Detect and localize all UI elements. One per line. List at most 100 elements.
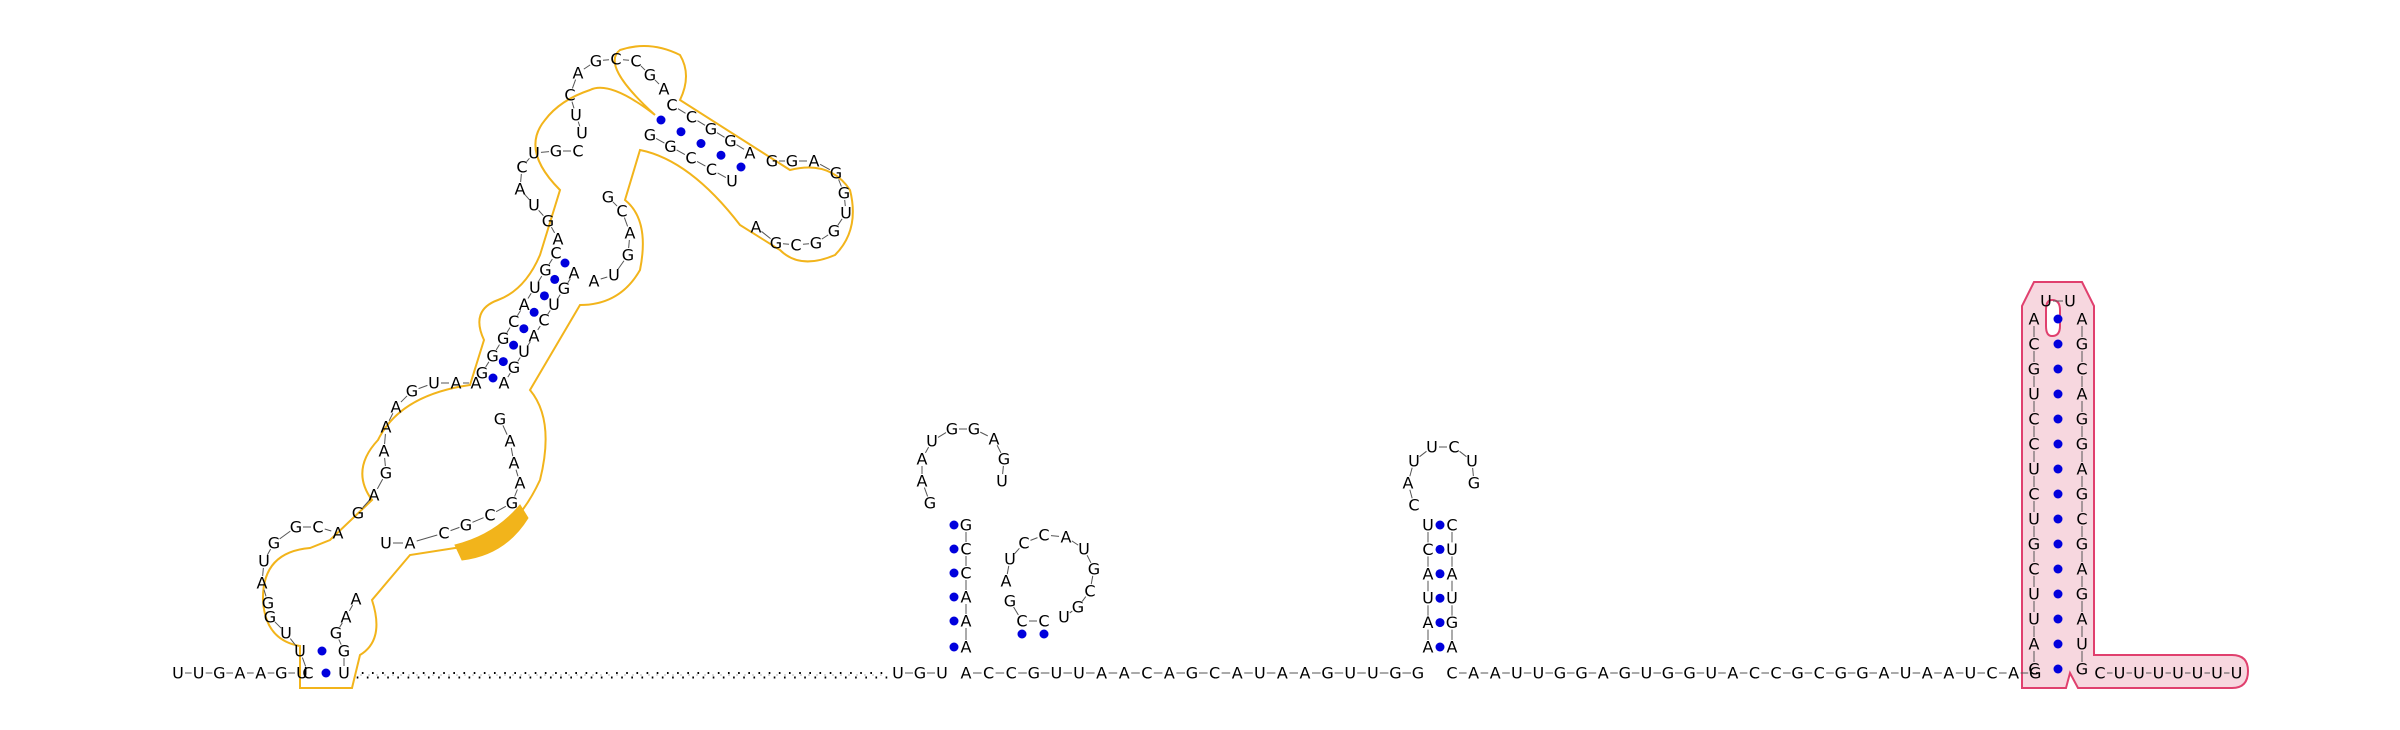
backbone-segment bbox=[980, 431, 988, 437]
nucleotide-helix_a_3p-3: A bbox=[341, 608, 352, 627]
nucleotide-loop_d_5p-2: U bbox=[528, 196, 540, 215]
nucleotide-bottom_line-15: A bbox=[1300, 664, 1311, 683]
backbone-segment bbox=[384, 457, 386, 467]
nucleotide-bottom_right-13: A bbox=[1727, 664, 1738, 683]
backbone-segment bbox=[507, 372, 511, 378]
nucleotide-loop3-0: C bbox=[1408, 496, 1419, 515]
nucleotide-five_prime_tail-4: A bbox=[255, 664, 266, 683]
nucleotide-stem2_3p-3: C bbox=[960, 564, 971, 583]
nucleotide-helix_c_3p-2: U bbox=[518, 342, 530, 361]
base-pair-dot bbox=[2053, 439, 2063, 449]
base-pair-dot bbox=[1017, 629, 1027, 639]
backbone-segment bbox=[274, 621, 282, 629]
nucleotide-interior_b_3p-4: C bbox=[484, 506, 495, 525]
nucleotide-bottom_line-2: C bbox=[1006, 664, 1017, 683]
backbone-segment bbox=[289, 638, 297, 646]
nucleotide-helix_c_5p-7: C bbox=[550, 244, 561, 263]
nucleotide-interior_b_3p-1: A bbox=[405, 534, 416, 553]
base-pair-dot bbox=[949, 520, 959, 530]
nucleotide-helix_c_3p-7: A bbox=[569, 264, 580, 283]
nucleotide-helix_c_3p-5: U bbox=[548, 295, 560, 314]
backbone-segment bbox=[517, 357, 521, 362]
backbone-segment bbox=[736, 144, 745, 150]
backbone-segment bbox=[538, 209, 544, 217]
nucleotide-loop_d_3p-5: G bbox=[602, 188, 614, 207]
nucleotide-helix_c_5p-5: U bbox=[529, 278, 541, 297]
base-pair-dot bbox=[2053, 564, 2063, 574]
backbone-segment bbox=[384, 433, 386, 445]
backbone-segment bbox=[348, 604, 354, 612]
nucleotide-five_prime_tail-6: U bbox=[296, 664, 308, 683]
nucleotide-hp_5p-4: C bbox=[2028, 410, 2039, 429]
nucleotide-bottom_right-2: A bbox=[1490, 664, 1501, 683]
nucleotide-bottom_line-11: C bbox=[1209, 664, 1220, 683]
nucleotide-apex_loop-2: C bbox=[564, 86, 575, 105]
backbone-segment bbox=[339, 622, 343, 628]
backbone-segment bbox=[937, 432, 947, 438]
nucleotide-loop2b-8: G bbox=[1072, 598, 1084, 617]
nucleotide-loop2b-7: C bbox=[1084, 582, 1095, 601]
nucleotide-stem3_3p-2: U bbox=[1446, 589, 1458, 608]
nucleotide-helix_e_3p-1: G bbox=[664, 137, 676, 156]
base-pair-dot bbox=[736, 162, 746, 172]
backbone-segment bbox=[495, 505, 507, 513]
nucleotide-stem2b_5p-2: G bbox=[1004, 592, 1016, 611]
nucleotide-stem3_3p-1: G bbox=[1446, 613, 1458, 632]
nucleotide-five_prime_tail-5: G bbox=[275, 664, 287, 683]
nucleotide-bottom_line-12: A bbox=[1232, 664, 1243, 683]
nucleotide-bottom_right-3: U bbox=[1511, 664, 1523, 683]
spacer-dots: .·.·.·.·.·.·.·.·.·.·.·.·.·.·.·.·.·.·.·.·… bbox=[355, 664, 889, 683]
nucleotide-bottom_right-4: U bbox=[1533, 664, 1545, 683]
nucleotide-apex_loop-7: G bbox=[644, 66, 656, 85]
backbone-segment bbox=[263, 589, 267, 597]
nucleotide-loop2a-7: G bbox=[998, 450, 1010, 469]
base-pair-dot bbox=[1039, 629, 1049, 639]
backbone-segment bbox=[802, 243, 810, 245]
backbone-segment bbox=[1050, 535, 1060, 537]
backbone-segment bbox=[655, 137, 665, 144]
base-pair-dot bbox=[560, 258, 570, 268]
nucleotide-helix_c_3p-0: A bbox=[499, 374, 510, 393]
nucleotide-loop_d_5p-4: C bbox=[516, 158, 527, 177]
nucleotide-hp_3p-9: G bbox=[2076, 535, 2088, 554]
base-pair-dot bbox=[488, 373, 498, 383]
nucleotide-loop2b-9: U bbox=[1058, 608, 1070, 627]
nucleotide-helix_c_3p-4: C bbox=[538, 311, 549, 330]
nucleotide-stem3_5p-1: A bbox=[1423, 613, 1434, 632]
nucleotide-hp_3p-14: G bbox=[2076, 660, 2088, 679]
nucleotide-loop_e-2: A bbox=[809, 152, 820, 171]
nucleotide-bottom_right-19: G bbox=[1856, 664, 1868, 683]
base-pair-dot bbox=[2053, 464, 2063, 474]
backbone-segment bbox=[1086, 555, 1092, 563]
nucleotide-stem2_3p-4: C bbox=[960, 540, 971, 559]
nucleotide-interior_b_5p-4: A bbox=[381, 418, 392, 437]
nucleotide-bottom_right-15: C bbox=[1770, 664, 1781, 683]
backbone-segment bbox=[1472, 467, 1474, 477]
backbone-segment bbox=[819, 163, 831, 171]
nucleotide-five_prime_tail-3: A bbox=[235, 664, 246, 683]
nucleotide-bottom_right-23: A bbox=[1943, 664, 1954, 683]
base-pair-dot bbox=[509, 340, 519, 350]
nucleotide-apex_loop-6: C bbox=[630, 52, 641, 71]
base-pair-dot bbox=[1435, 618, 1445, 628]
nucleotide-hp_5p-5: C bbox=[2028, 435, 2039, 454]
nucleotide-loop2a-3: U bbox=[926, 432, 938, 451]
nucleotide-bottom_line-17: U bbox=[1344, 664, 1356, 683]
backbone-segment bbox=[524, 193, 530, 201]
backbone-segment bbox=[623, 217, 629, 227]
backbone-segment bbox=[617, 260, 625, 270]
nucleotide-stem2_5p-0: U bbox=[892, 664, 904, 683]
nucleotide-hp_3p-5: G bbox=[2076, 435, 2088, 454]
backbone-segment bbox=[324, 528, 332, 532]
nucleotide-loop2a-1: A bbox=[917, 472, 928, 491]
base-pair-dot bbox=[1435, 642, 1445, 652]
nucleotide-bottom_right-25: C bbox=[1986, 664, 1997, 683]
nucleotide-loop_d_5p-3: A bbox=[515, 180, 526, 199]
nucleotide-loop_e-7: G bbox=[810, 234, 822, 253]
backbone-segment bbox=[416, 534, 438, 542]
nucleotide-loop_e-8: C bbox=[790, 236, 801, 255]
backbone-segment bbox=[583, 64, 591, 70]
nucleotide-bottom_line-7: A bbox=[1119, 664, 1130, 683]
nucleotide-loop2a-0: G bbox=[924, 494, 936, 513]
